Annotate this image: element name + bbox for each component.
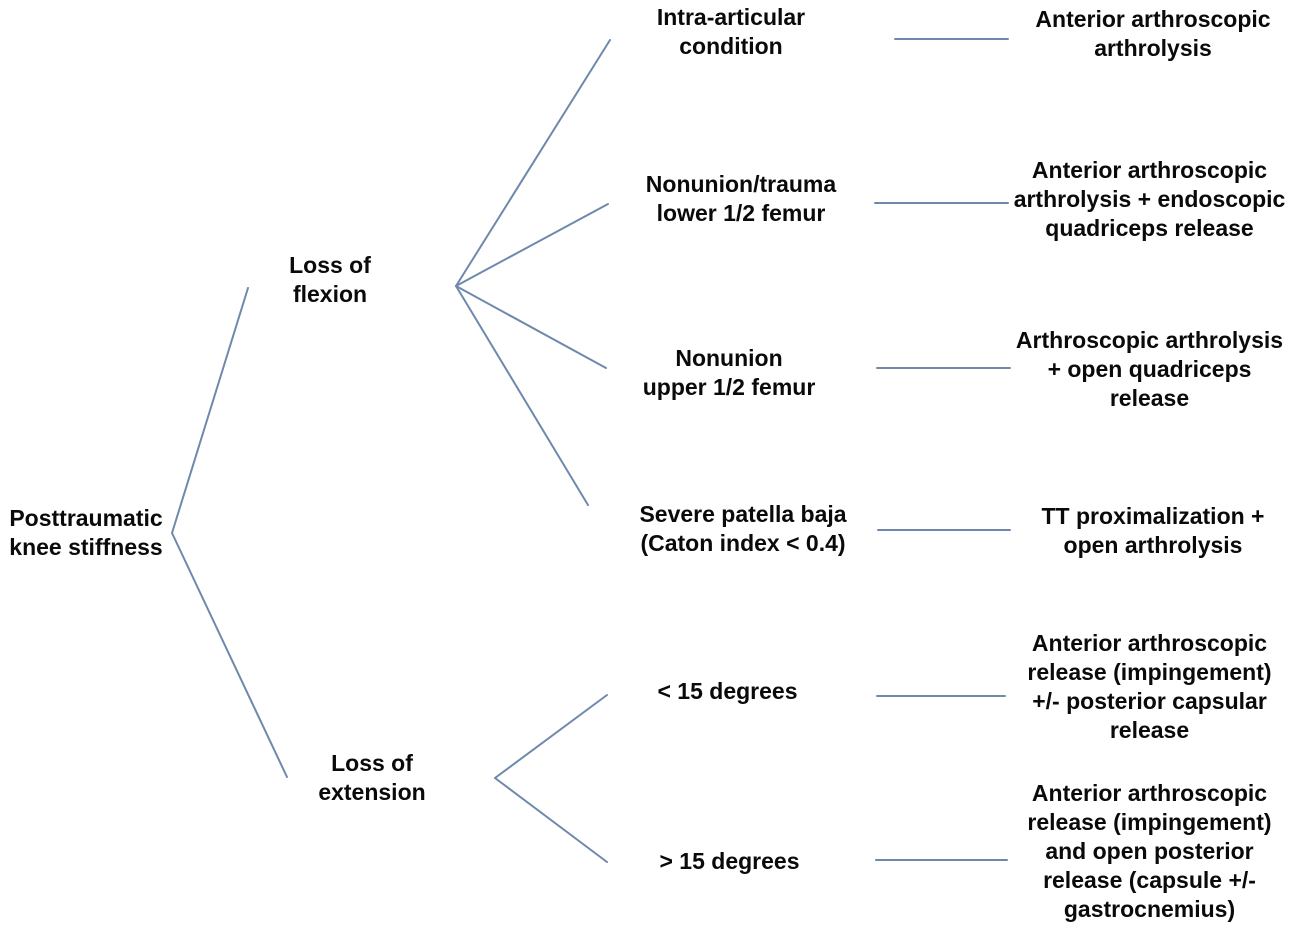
- edge-flexion-to-intraarticular: [455, 39, 611, 287]
- edge-extension-to-gt15: [494, 777, 608, 863]
- treatment-tt-proximalization: TT proximalization + open arthrolysis: [1041, 503, 1265, 558]
- edge-flexion-to-nonunion-upper: [455, 285, 607, 369]
- root-node-posttraumatic-knee-stiffness: Posttraumatic knee stiffness: [9, 505, 163, 560]
- branch-loss-of-flexion: Loss of flexion: [289, 252, 371, 307]
- branch-loss-of-extension: Loss of extension: [318, 750, 426, 805]
- condition-greater-than-15-degrees: > 15 degrees: [659, 848, 800, 874]
- edge-root-to-extension: [171, 532, 288, 778]
- treatment-anterior-release-posterior-capsular: Anterior arthroscopic release (impingeme…: [1027, 630, 1272, 743]
- treatment-arthrolysis-open-quadriceps: Arthroscopic arthrolysis + open quadrice…: [1015, 327, 1284, 411]
- condition-less-than-15-degrees: < 15 degrees: [657, 678, 798, 704]
- condition-severe-patella-baja: Severe patella baja (Caton index < 0.4): [639, 501, 847, 556]
- treatment-anterior-release-open-posterior: Anterior arthroscopic release (impingeme…: [1027, 780, 1272, 922]
- condition-nonunion-upper-femur: Nonunion upper 1/2 femur: [642, 345, 816, 400]
- edge-extension-to-lt15: [494, 694, 608, 779]
- edge-flexion-to-nonunion-lower: [455, 203, 609, 287]
- condition-intra-articular: Intra-articular condition: [656, 4, 806, 59]
- treatment-arthrolysis-endoscopic-quadriceps: Anterior arthroscopic arthrolysis + endo…: [1013, 157, 1286, 241]
- edge-root-to-flexion: [171, 287, 249, 534]
- treatment-anterior-arthroscopic-arthrolysis: Anterior arthroscopic arthrolysis: [1035, 6, 1271, 61]
- condition-nonunion-trauma-lower-femur: Nonunion/trauma lower 1/2 femur: [645, 171, 837, 226]
- edge-flexion-to-patella-baja: [455, 285, 589, 506]
